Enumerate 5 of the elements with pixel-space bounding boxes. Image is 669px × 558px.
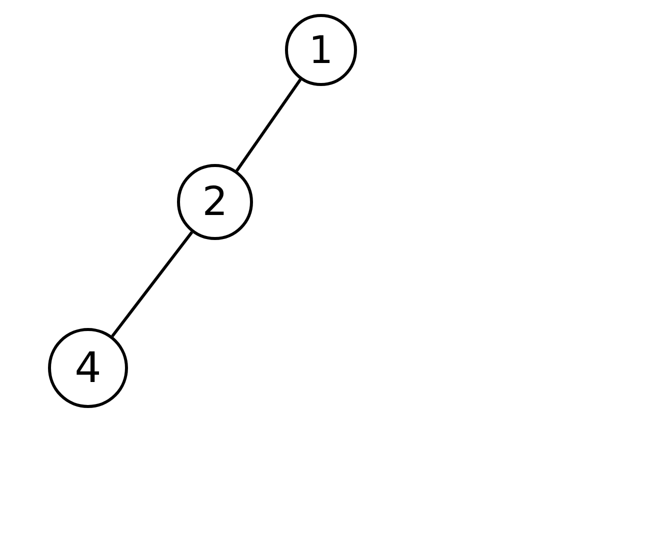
node-number: 4 <box>74 347 102 389</box>
connector-line <box>236 78 302 172</box>
connector-line <box>111 231 194 338</box>
node-number: 1 <box>308 31 334 69</box>
node-number: 2 <box>202 182 228 222</box>
